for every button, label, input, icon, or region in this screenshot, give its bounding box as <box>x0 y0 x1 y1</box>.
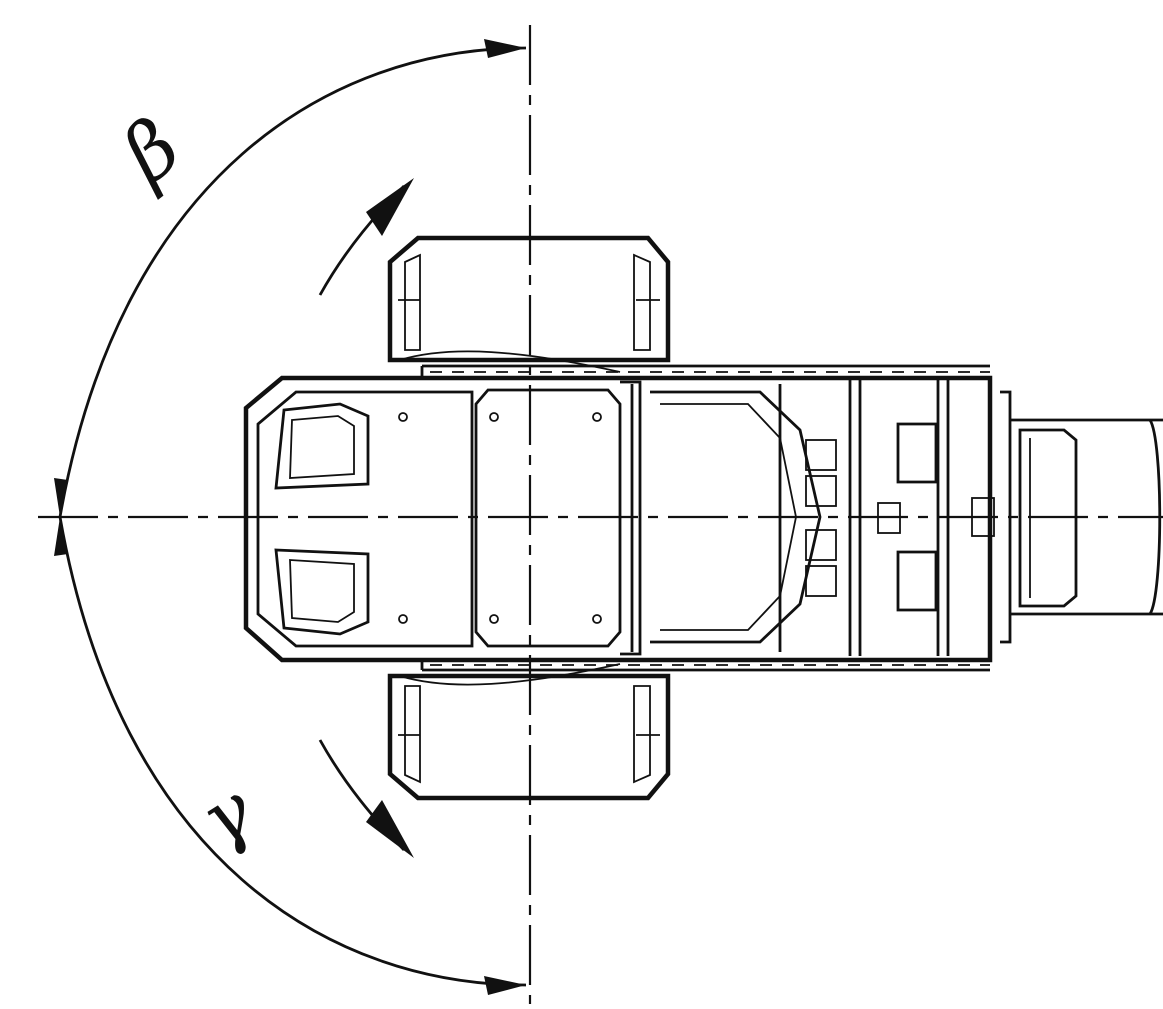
boom-outline <box>399 350 621 686</box>
upper-swing-arrowhead <box>366 178 414 236</box>
excavator-body <box>243 364 1012 672</box>
swing-arcs <box>54 39 527 995</box>
gamma-label: γ <box>185 767 269 864</box>
rear-attachment <box>1010 418 1163 616</box>
centerlines <box>38 25 1163 1004</box>
beta-arrow-left <box>54 478 68 517</box>
grille <box>805 439 837 597</box>
lower-track <box>387 673 671 801</box>
rear-panel-lower <box>896 550 938 612</box>
upper-track <box>387 235 671 363</box>
lower-swing-arrowhead <box>366 800 414 858</box>
engine-hood <box>650 390 822 644</box>
blade-upper <box>274 402 370 490</box>
cab-roof <box>474 388 622 648</box>
blade-lower <box>274 548 370 636</box>
gamma-arrow-left <box>54 517 68 556</box>
gamma-arc <box>58 516 527 987</box>
beta-arc <box>58 46 527 518</box>
rear-panel-upper <box>896 422 938 484</box>
gamma-arrow-bottom <box>484 976 526 995</box>
beta-arrow-top <box>484 39 526 58</box>
beta-label: β <box>104 102 197 203</box>
